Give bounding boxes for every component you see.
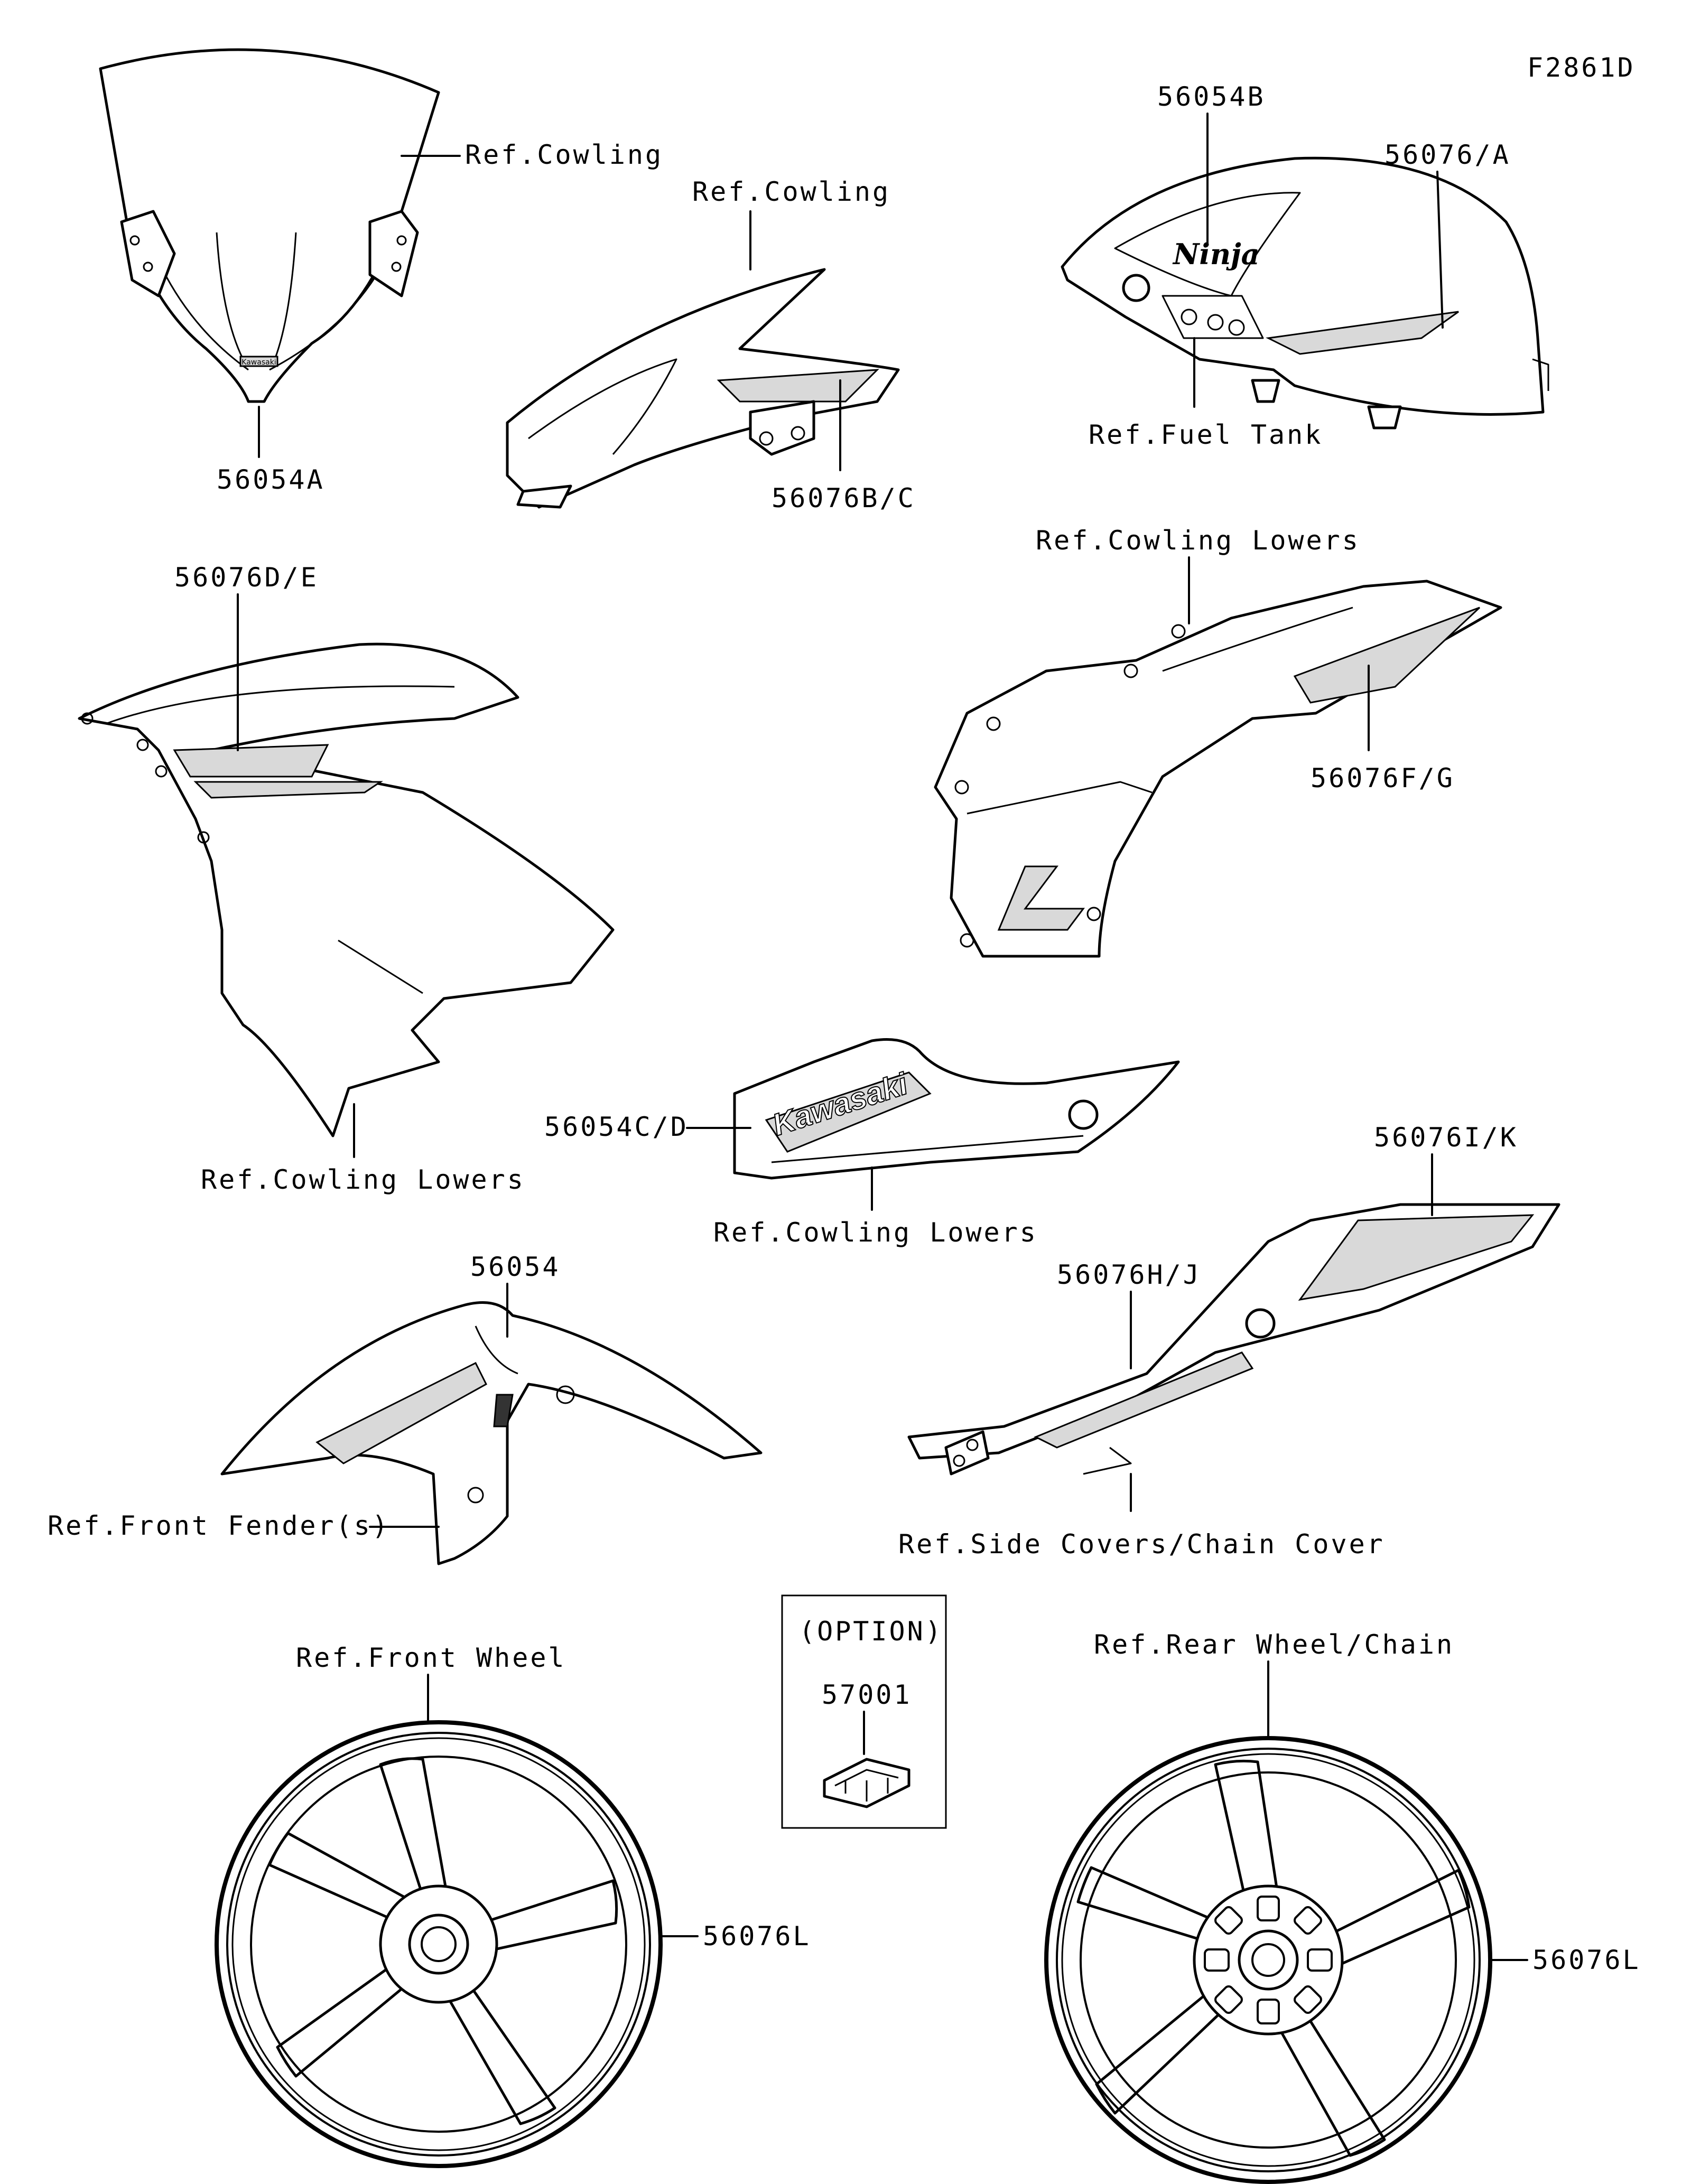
front-wheel-ref: Ref.Front Wheel <box>296 1642 566 1673</box>
belly-part-number: 56054C/D <box>544 1112 689 1142</box>
windshield-logo: Kawasaki <box>241 358 276 367</box>
option-box <box>781 1594 947 1829</box>
option-label: (OPTION) <box>799 1616 943 1647</box>
rear-wheel-illustration <box>1044 1736 1492 2184</box>
right-lower-cowl-illustration <box>934 580 1502 958</box>
left-lower-cowl-illustration <box>78 642 615 1137</box>
fuel-tank-illustration: Ninja <box>1061 156 1549 430</box>
front-fender-illustration <box>220 1301 763 1565</box>
upper-cowl-illustration <box>506 268 900 509</box>
belly-ref: Ref.Cowling Lowers <box>713 1217 1038 1248</box>
windshield-ref: Ref.Cowling <box>465 139 663 170</box>
left-lower-part-number: 56076D/E <box>174 562 319 593</box>
left-lower-ref: Ref.Cowling Lowers <box>201 1164 525 1195</box>
rear-wheel-part-number: 56076L <box>1532 1945 1641 1975</box>
side-cover-ref: Ref.Side Covers/Chain Cover <box>898 1529 1385 1560</box>
side-cover-lower-part-number: 56076H/J <box>1057 1259 1201 1290</box>
upper-cowl-part-number: 56076B/C <box>772 483 916 514</box>
upper-cowl-ref: Ref.Cowling <box>692 176 890 207</box>
tank-top-part-number: 56054B <box>1157 81 1266 112</box>
windshield-part-number: 56054A <box>217 464 325 495</box>
decal-kit-illustration <box>823 1758 910 1808</box>
front-wheel-illustration <box>215 1720 663 2168</box>
right-lower-ref: Ref.Cowling Lowers <box>1036 525 1360 556</box>
option-part-number: 57001 <box>822 1679 912 1710</box>
fender-part-number: 56054 <box>470 1252 561 1282</box>
right-lower-part-number: 56076F/G <box>1311 763 1455 794</box>
tank-ref: Ref.Fuel Tank <box>1089 419 1323 450</box>
tank-side-part-number: 56076/A <box>1385 139 1511 170</box>
belly-pan-illustration: Kawasaki <box>733 1038 1180 1180</box>
rear-wheel-ref: Ref.Rear Wheel/Chain <box>1094 1629 1454 1660</box>
side-covers-illustration <box>907 1203 1560 1476</box>
windshield-illustration: Kawasaki <box>99 48 440 403</box>
fender-ref: Ref.Front Fender(s) <box>48 1510 390 1541</box>
tank-logo: Ninja <box>1172 237 1260 271</box>
figure-id: F2861D <box>1527 52 1636 83</box>
front-wheel-part-number: 56076L <box>703 1921 811 1952</box>
side-cover-upper-part-number: 56076I/K <box>1374 1122 1518 1153</box>
